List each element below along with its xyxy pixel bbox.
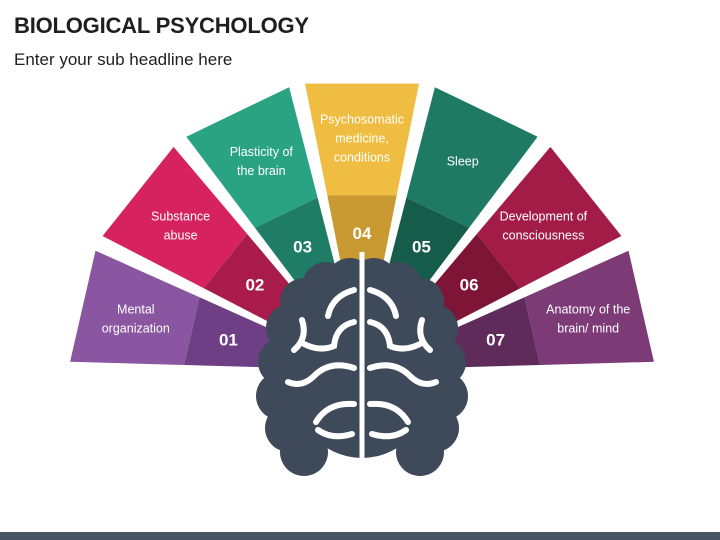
segment-label-line: Plasticity of bbox=[230, 145, 294, 159]
segment-label-line: conditions bbox=[334, 151, 390, 165]
segment-number: 02 bbox=[245, 276, 264, 295]
segment-02: 02 Substance abuse bbox=[102, 146, 304, 329]
segment-outer-band bbox=[102, 146, 248, 289]
segment-number: 07 bbox=[486, 331, 505, 350]
segment-inner-band bbox=[203, 234, 304, 329]
page-subtitle: Enter your sub headline here bbox=[14, 50, 233, 69]
segment-outer-band bbox=[70, 250, 200, 365]
segment-label-line: Psychosomatic bbox=[320, 113, 404, 127]
segment-label-line: Development of bbox=[500, 209, 588, 223]
segment-outer-band bbox=[406, 87, 538, 228]
segment-label-line: consciousness bbox=[502, 228, 584, 242]
segment-inner-band bbox=[444, 297, 540, 368]
segment-outer-band bbox=[524, 250, 654, 365]
segment-inner-band bbox=[420, 234, 521, 329]
footer-bar bbox=[0, 532, 720, 540]
segment-01: 01 Mental organization bbox=[70, 250, 280, 368]
segment-inner-band bbox=[184, 297, 280, 368]
segment-label-line: Mental bbox=[117, 302, 155, 316]
segment-label-line: organization bbox=[102, 321, 170, 335]
page-title: BIOLOGICAL PSYCHOLOGY bbox=[14, 13, 309, 38]
segment-number: 04 bbox=[353, 224, 372, 243]
segment-label-line: Sleep bbox=[447, 155, 479, 169]
segment-number: 05 bbox=[412, 238, 431, 257]
segment-06: 06 Development of consciousness bbox=[420, 146, 622, 329]
segment-label-line: Anatomy of the bbox=[546, 302, 630, 316]
segment-number: 06 bbox=[460, 276, 479, 295]
brain-icon bbox=[256, 252, 468, 488]
segment-label-line: brain/ mind bbox=[557, 321, 619, 335]
segment-number: 01 bbox=[219, 331, 238, 350]
segment-outer-band bbox=[476, 146, 622, 289]
segment-number: 03 bbox=[293, 238, 312, 257]
segment-07: 07 Anatomy of the brain/ mind bbox=[444, 250, 654, 368]
segment-label-line: abuse bbox=[164, 228, 198, 242]
segment-outer-band bbox=[305, 83, 419, 196]
segment-outer-band bbox=[186, 87, 318, 228]
segment-label-line: medicine, bbox=[335, 132, 389, 146]
segment-label-line: the brain bbox=[237, 164, 286, 178]
segment-label-line: Substance bbox=[151, 209, 210, 223]
